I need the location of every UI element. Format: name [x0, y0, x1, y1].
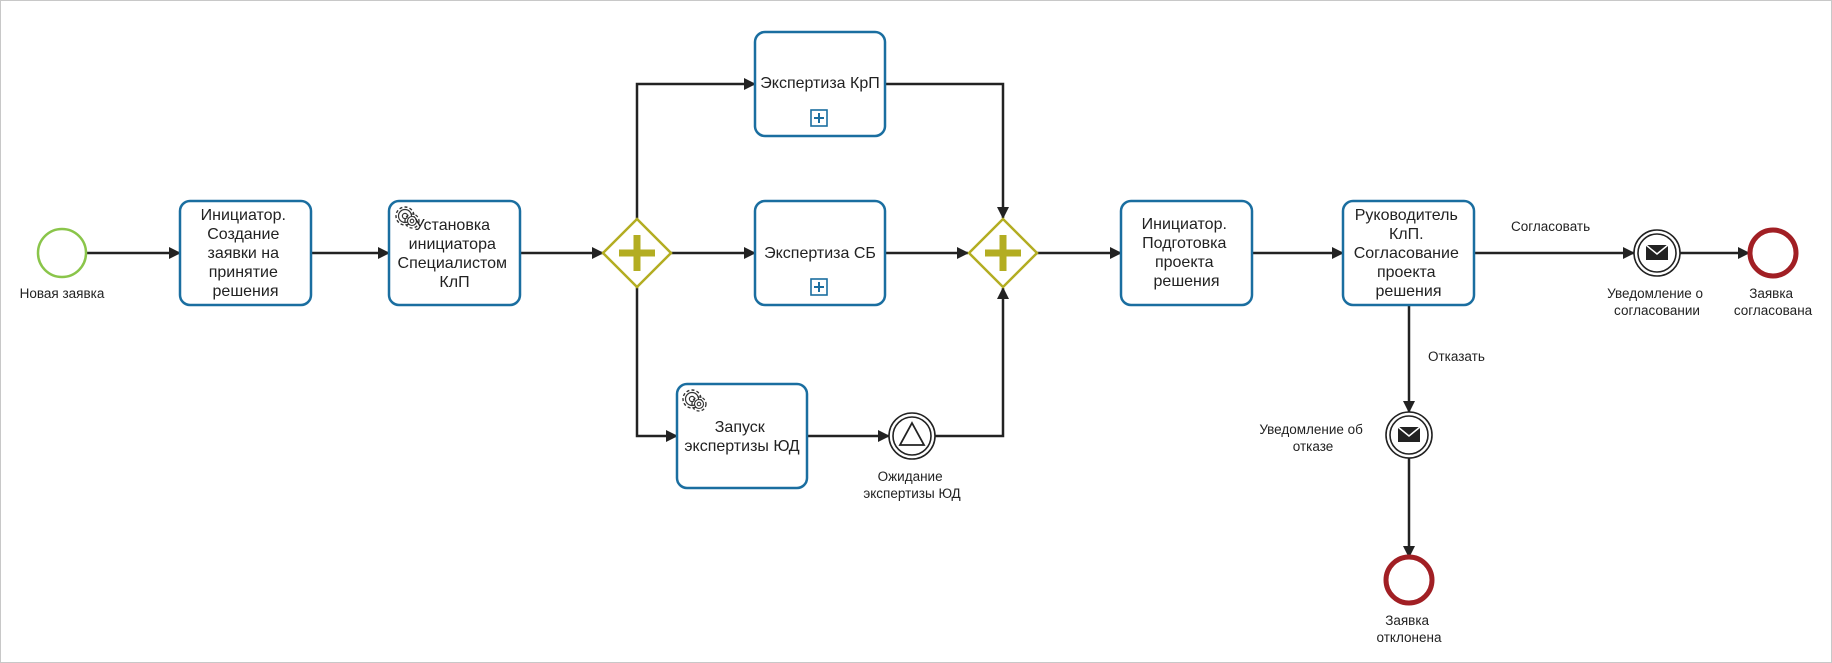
start-event-circle[interactable]	[36, 227, 88, 279]
gateway-parallel-join[interactable]	[967, 217, 1039, 289]
end-event-approved[interactable]: Заявка согласована	[1734, 227, 1813, 318]
start-event[interactable]: Новая заявка	[20, 227, 105, 301]
task-prepare-project[interactable]: Инициатор. Подготовка проекта решения	[1119, 199, 1254, 307]
event-label: Ожидание экспертизы ЮД	[863, 469, 960, 501]
envelope-icon	[1645, 244, 1669, 260]
event-label: Уведомление о согласовании	[1607, 286, 1707, 318]
subprocess-plus-icon[interactable]	[810, 109, 828, 127]
task-label: Запуск экспертизы ЮД	[684, 419, 799, 455]
task-label: Инициатор. Подготовка проекта решения	[1142, 216, 1232, 290]
task-box[interactable]	[753, 30, 887, 138]
task-box[interactable]	[387, 199, 522, 307]
flow-label-reject: Отказать	[1428, 349, 1485, 364]
envelope-icon	[1397, 426, 1421, 442]
gear-icon	[682, 389, 707, 412]
sequence-flows	[87, 78, 1750, 558]
task-label: Экспертиза КрП	[760, 75, 879, 92]
parallel-plus-icon	[619, 235, 655, 271]
task-label: Установка инициатора Специалистом КлП	[398, 217, 512, 291]
start-event-label: Новая заявка	[20, 286, 105, 301]
task-label: Инициатор. Создание заявки на принятие р…	[201, 207, 291, 300]
event-label: Заявка согласована	[1734, 286, 1813, 318]
task-box[interactable]	[753, 199, 887, 307]
parallel-plus-icon	[985, 235, 1021, 271]
task-expertise-sb[interactable]: Экспертиза СБ	[753, 199, 887, 307]
flow-split-to-krp[interactable]	[635, 78, 756, 220]
task-box[interactable]	[178, 199, 313, 307]
task-label: Экспертиза СБ	[764, 245, 876, 262]
subprocess-plus-icon[interactable]	[810, 278, 828, 296]
event-notify-approved[interactable]: Уведомление о согласовании	[1607, 229, 1707, 318]
task-create-request[interactable]: Инициатор. Создание заявки на принятие р…	[178, 199, 313, 307]
event-label: Уведомление об отказе	[1259, 422, 1366, 454]
flow-krp-to-join[interactable]	[885, 82, 1009, 219]
task-launch-yud[interactable]: Запуск экспертизы ЮД	[675, 382, 809, 490]
task-label: Руководитель КлП. Согласование проекта р…	[1354, 207, 1464, 300]
task-box[interactable]	[675, 382, 809, 490]
end-event-rejected[interactable]: Заявка отклонена	[1377, 554, 1442, 645]
event-wait-yud[interactable]: Ожидание экспертизы ЮД	[863, 412, 961, 501]
task-approve-project[interactable]: Руководитель КлП. Согласование проекта р…	[1341, 199, 1476, 307]
event-label: Заявка отклонена	[1377, 613, 1442, 645]
gateway-parallel-split[interactable]	[601, 217, 673, 289]
flow-label-approve: Согласовать	[1511, 219, 1590, 234]
task-expertise-krp[interactable]: Экспертиза КрП	[753, 30, 887, 138]
gear-icon	[395, 206, 420, 229]
event-notify-rejected[interactable]: Уведомление об отказе	[1259, 411, 1433, 459]
signal-triangle-icon	[898, 421, 926, 446]
flow-split-to-yud[interactable]	[635, 287, 678, 442]
task-box[interactable]	[1119, 199, 1254, 307]
task-box[interactable]	[1341, 199, 1476, 307]
task-set-initiator[interactable]: Установка инициатора Специалистом КлП	[387, 199, 522, 307]
flow-wait-to-join[interactable]	[935, 287, 1009, 438]
